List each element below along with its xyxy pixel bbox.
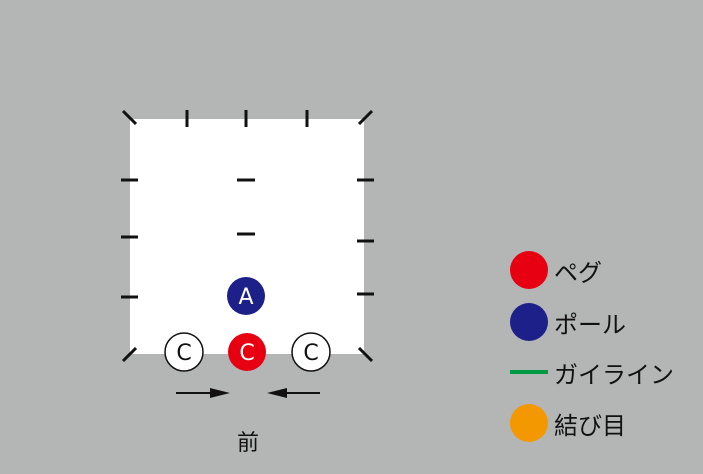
corner-mark-top-right: [357, 109, 374, 126]
legend-item-peg: ペグ: [510, 250, 602, 290]
legend-item-pole: ポール: [510, 302, 626, 342]
clip-marker-right: [291, 332, 331, 372]
guyline-swatch-icon: [510, 370, 548, 374]
peg-swatch-icon: [510, 251, 548, 289]
legend-item-guyline: ガイライン: [510, 352, 674, 392]
corner-mark-top-left: [121, 109, 138, 126]
legend-label: 結び目: [554, 411, 626, 440]
peg-marker: [228, 333, 266, 371]
legend-label: ポール: [554, 310, 626, 339]
clip-marker-right-label: C: [303, 341, 318, 366]
corner-mark-bottom-left: [121, 346, 138, 363]
pole-swatch-icon: [510, 303, 548, 341]
clip-marker-left-label: C: [176, 341, 191, 366]
front-label: 前: [237, 431, 259, 456]
legend-item-knot: 結び目: [510, 403, 626, 443]
arrow-left-icon: [267, 388, 320, 398]
pole-marker-label: A: [238, 285, 253, 310]
clip-marker-left: [164, 332, 204, 372]
tent-floor: [130, 119, 364, 354]
legend-label: ペグ: [554, 258, 602, 287]
peg-marker-label: C: [239, 341, 254, 366]
legend-label: ガイライン: [554, 360, 674, 389]
knot-swatch-icon: [510, 404, 548, 442]
arrow-right-icon: [176, 388, 230, 398]
corner-mark-bottom-right: [357, 346, 374, 363]
pole-marker: [227, 277, 265, 315]
